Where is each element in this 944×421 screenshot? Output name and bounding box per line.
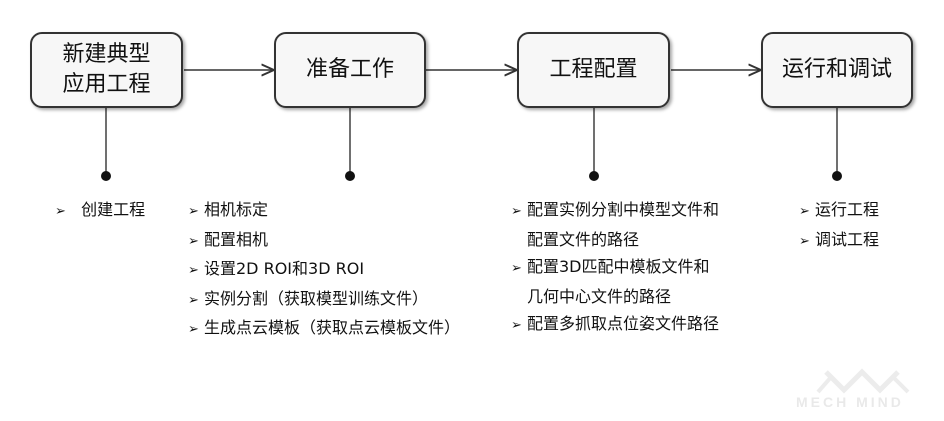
list-item: ➢ 配置相机 <box>188 226 460 256</box>
list-new-project: ➢ 创建工程 <box>55 196 145 226</box>
list-run-debug: ➢ 运行工程 ➢ 调试工程 <box>799 196 879 255</box>
step-project-config: 工程配置 <box>517 32 670 108</box>
step-new-project: 新建典型 应用工程 <box>30 32 183 108</box>
list-item-text: 配置相机 <box>204 229 269 249</box>
list-item-text: 运行工程 <box>815 200 880 219</box>
list-item-text: 创建工程 <box>81 200 146 219</box>
stem-dot-2 <box>345 171 355 181</box>
bullet-icon: ➢ <box>511 318 522 333</box>
list-item: ➢ 实例分割（获取模型训练文件） <box>188 285 460 315</box>
watermark-text: MECH MIND <box>796 394 904 410</box>
list-project-config: ➢ 配置实例分割中模型文件和 配置文件的路径 ➢ 配置3D匹配中模板文件和 几何中心… <box>511 196 719 340</box>
bullet-icon: ➢ <box>799 204 810 219</box>
list-item: ➢ 运行工程 <box>799 196 879 226</box>
list-item: ➢ 配置实例分割中模型文件和 <box>511 196 719 226</box>
list-item-continuation: 配置文件的路径 <box>511 226 719 254</box>
list-item-text: 实例分割（获取模型训练文件） <box>204 288 429 308</box>
mech-mind-watermark: MECH MIND <box>796 368 936 416</box>
step-run-debug: 运行和调试 <box>761 32 913 108</box>
list-preparation: ➢ 相机标定 ➢ 配置相机 ➢ 设置2D ROI和3D ROI ➢ 实例分割（获取模型训… <box>188 196 460 344</box>
bullet-icon: ➢ <box>511 204 522 219</box>
bullet-icon: ➢ <box>511 261 522 276</box>
list-item-text: 生成点云模板（获取点云模板文件） <box>204 318 461 337</box>
step-new-project-line1: 新建典型 <box>62 42 151 67</box>
step-preparation: 准备工作 <box>274 32 426 108</box>
list-item-text: 几何中心文件的路径 <box>527 286 672 306</box>
stem-dot-3 <box>589 171 599 181</box>
list-item: ➢ 创建工程 <box>55 196 145 226</box>
list-item: ➢ 调试工程 <box>799 226 879 256</box>
list-item-text: 配置文件的路径 <box>527 229 640 249</box>
list-item-text: 相机标定 <box>204 200 269 219</box>
stem-dot-1 <box>101 171 111 181</box>
list-item: ➢ 配置多抓取点位姿文件路径 <box>511 310 719 340</box>
list-item-text: 配置3D匹配中模板文件和 <box>527 257 710 276</box>
stem-dot-4 <box>832 171 842 181</box>
step-run-debug-label: 运行和调试 <box>781 57 892 82</box>
step-new-project-line2: 应用工程 <box>62 72 151 97</box>
list-item: ➢ 设置2D ROI和3D ROI <box>188 255 460 285</box>
list-item: ➢ 相机标定 <box>188 196 460 226</box>
list-item: ➢ 生成点云模板（获取点云模板文件） <box>188 314 460 344</box>
step-preparation-label: 准备工作 <box>305 57 394 82</box>
step-new-project-label: 新建典型 应用工程 <box>62 40 150 100</box>
list-item-text: 调试工程 <box>815 229 880 249</box>
step-project-config-label: 工程配置 <box>549 57 638 82</box>
bullet-icon: ➢ <box>188 292 199 308</box>
bullet-icon: ➢ <box>188 204 199 219</box>
bullet-icon: ➢ <box>188 322 199 337</box>
bullet-icon: ➢ <box>188 233 199 249</box>
list-item-text: 配置实例分割中模型文件和 <box>527 200 720 219</box>
bullet-icon: ➢ <box>799 233 810 249</box>
list-item-continuation: 几何中心文件的路径 <box>511 283 719 311</box>
bullet-icon: ➢ <box>188 263 199 278</box>
list-item-text: 配置多抓取点位姿文件路径 <box>527 314 720 333</box>
list-item: ➢ 配置3D匹配中模板文件和 <box>511 253 719 283</box>
mech-mind-logo-icon <box>816 368 910 394</box>
list-item-text: 设置2D ROI和3D ROI <box>204 259 365 278</box>
bullet-icon: ➢ <box>55 204 66 219</box>
